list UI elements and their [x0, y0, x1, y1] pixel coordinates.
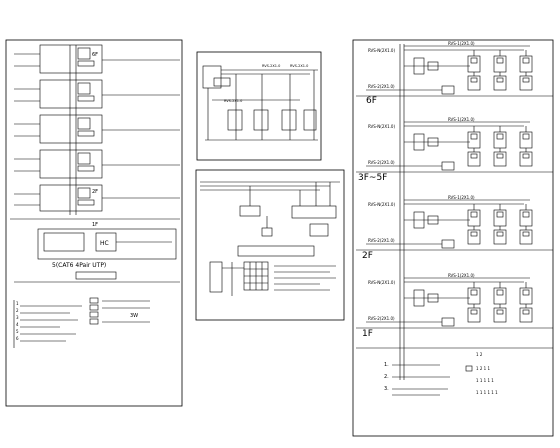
cable-tag: RVS-2(2X1.0) — [368, 160, 395, 165]
cable-tag: RVS-N(2X1.0) — [368, 202, 395, 207]
right-note-4: 1 1 1 1 1 1 — [476, 390, 498, 395]
bus-tag-1: RVS-2X1.0 — [262, 64, 280, 68]
floor-junction-box — [441, 317, 455, 327]
main-rack — [43, 232, 85, 252]
indoor-unit — [467, 131, 481, 149]
distribution-box — [413, 211, 425, 229]
right-note-2: 1 2 1 1 — [476, 366, 490, 371]
legend-item-2: 2 — [16, 308, 19, 313]
equipment-room-box — [37, 228, 177, 260]
distribution-box — [413, 57, 425, 75]
right-panel: RVS-1(2X1.0)RVS-N(2X1.0)RVS-2(2X1.0)RVS-… — [352, 39, 554, 437]
door-unit-4 — [303, 109, 317, 131]
indoor-unit — [519, 55, 533, 73]
indoor-unit — [467, 55, 481, 73]
cable-tag: RVS-1(2X1.0) — [448, 117, 475, 122]
indoor-unit — [519, 209, 533, 227]
door-unit-2 — [253, 109, 269, 131]
reader-box-2 — [291, 205, 337, 219]
wall-section — [209, 261, 223, 293]
floor-junction-box — [441, 161, 455, 171]
schematic-caption-box — [237, 245, 315, 257]
right-floor-label-1f: 1F — [362, 329, 373, 339]
center-top-frame — [196, 51, 322, 161]
floor-cabinet-5f — [14, 79, 180, 109]
cable-tag-box — [75, 271, 117, 280]
cable-tag: RVS-N(2X1.0) — [368, 124, 395, 129]
right-floor-label-3f5f: 3F~5F — [358, 173, 387, 183]
bus-tag-2: RVS-2X1.0 — [290, 64, 308, 68]
indoor-unit — [519, 131, 533, 149]
cable-tag: RVS-2(2X1.0) — [368, 84, 395, 89]
legend-item-4: 4 — [16, 322, 19, 327]
door-unit-1 — [227, 109, 243, 131]
center-bottom-panel — [195, 169, 345, 321]
right-note-3: 1 1 1 1 1 — [476, 378, 494, 383]
floor-cabinet-3f — [14, 149, 180, 179]
indoor-unit — [493, 287, 507, 305]
cable-tag: RVS-1(2X1.0) — [448, 195, 475, 200]
right-floor-block: RVS-1(2X1.0) RVS-N(2X1.0) RVS-2(2X1.0) — [356, 195, 553, 251]
right-floor-label-2f: 2F — [362, 251, 373, 261]
amplifier-box — [427, 61, 439, 71]
legend-item-1: 1 — [16, 301, 19, 306]
control-module — [213, 77, 231, 87]
right-floor-block: RVS-1(2X1.0) RVS-N(2X1.0) RVS-2(2X1.0) — [356, 273, 553, 329]
floor-cabinet-4f — [14, 114, 180, 144]
hub-label: HC — [100, 240, 109, 247]
cable-tag: RVS-1(2X1.0) — [448, 273, 475, 278]
door-unit-3 — [281, 109, 297, 131]
indoor-unit — [493, 55, 507, 73]
indoor-unit — [467, 287, 481, 305]
amplifier-box — [427, 215, 439, 225]
legend-item-6: 6 — [16, 336, 19, 341]
amplifier-box — [427, 293, 439, 303]
distribution-box — [413, 289, 425, 307]
floor-cabinets: 6F — [14, 44, 180, 212]
cable-tag: RVS-2(2X1.0) — [368, 238, 395, 243]
control-panel-box — [202, 65, 222, 89]
cable-tag: RVS-1(2X1.0) — [448, 41, 475, 46]
reader-box-1 — [239, 205, 261, 217]
legend-item-5: 5 — [16, 329, 19, 334]
bus-tag-3: RVS-2X1.0 — [224, 99, 242, 103]
floor-cabinet-6f: 6F — [14, 44, 180, 74]
center-top-panel: RVS-2X1.0 RVS-2X1.0 RVS-2X1.0 — [196, 51, 322, 161]
cabinet-label-6f: 6F — [92, 52, 98, 58]
floor-junction-box — [441, 85, 455, 95]
cable-tag: RVS-N(2X1.0) — [368, 48, 395, 53]
right-panel-frame — [352, 39, 554, 437]
note-2: 2. — [384, 374, 389, 380]
cable-spec-label: 5(CAT6 4Pair UTP) — [52, 262, 106, 269]
right-floor-block: RVS-1(2X1.0) RVS-N(2X1.0) RVS-2(2X1.0) — [356, 117, 553, 173]
legend-item-3: 3 — [16, 315, 19, 320]
lock-box — [261, 227, 273, 237]
left-panel-frame — [5, 39, 183, 407]
ground-floor-label: 1F — [92, 222, 98, 228]
cable-tag: RVS-2(2X1.0) — [368, 316, 395, 321]
indoor-unit — [493, 209, 507, 227]
indoor-unit — [519, 287, 533, 305]
amplifier-box — [427, 137, 439, 147]
legend-wattage: 3W — [130, 313, 138, 319]
distribution-box — [413, 133, 425, 151]
note-3: 3. — [384, 386, 389, 392]
floor-cabinet-2f: 2F — [14, 184, 180, 212]
right-floor-block: RVS-1(2X1.0) RVS-N(2X1.0) RVS-2(2X1.0) — [356, 41, 553, 97]
note-1: 1. — [384, 362, 389, 368]
left-panel: 6F — [5, 39, 183, 407]
right-note-1: 1 2 — [476, 352, 483, 357]
cable-tag: RVS-N(2X1.0) — [368, 280, 395, 285]
cabinet-label-2f: 2F — [92, 189, 98, 195]
center-bottom-frame — [195, 169, 345, 321]
right-floor-label-6f: 6F — [366, 96, 377, 106]
left-legend: 1 2 3 4 5 6 3W — [13, 297, 150, 348]
indoor-unit — [467, 209, 481, 227]
floor-junction-box — [441, 239, 455, 249]
exit-button-box — [309, 223, 329, 237]
right-floors: RVS-1(2X1.0)RVS-N(2X1.0)RVS-2(2X1.0)RVS-… — [356, 41, 553, 329]
indoor-unit — [493, 131, 507, 149]
